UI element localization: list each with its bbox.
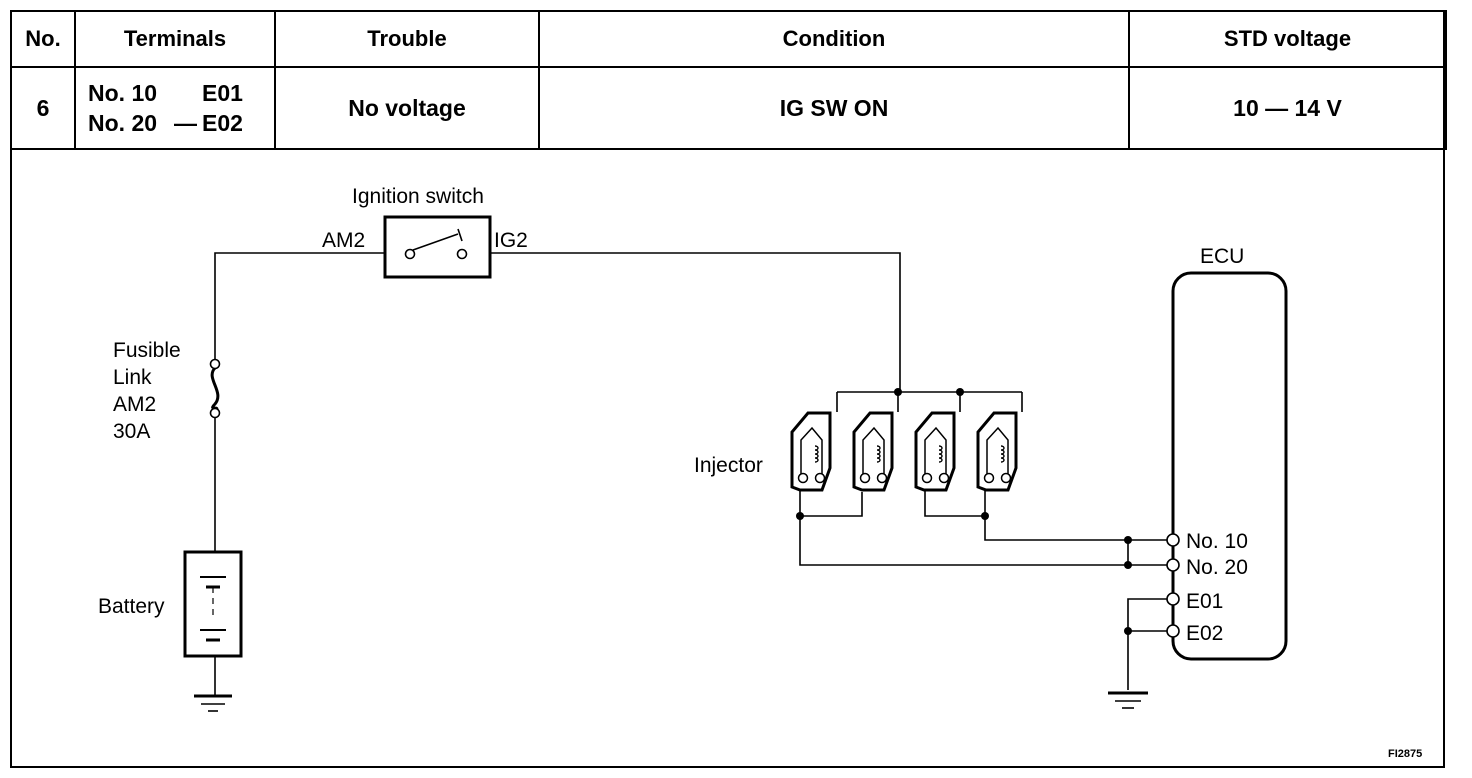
junction-dots: [796, 388, 1132, 635]
table-header-row: No. Terminals Trouble Condition STD volt…: [10, 10, 1447, 68]
label-ecu-e01: E01: [1186, 590, 1223, 613]
header-trouble: Trouble: [274, 10, 540, 68]
ignition-switch-symbol: [383, 215, 492, 279]
ground-symbol-ecu: [1108, 691, 1148, 709]
ground-symbol-battery: [194, 694, 232, 712]
wire-e01: [1127, 598, 1172, 690]
label-ignition-switch: Ignition switch: [352, 185, 484, 208]
ecu-terminal-circles: [1166, 533, 1180, 638]
wire-inj2-return: [800, 492, 863, 517]
cell-terminals: No. 10 E01 No. 20 — E02: [74, 66, 276, 150]
terminal-e01: E01: [202, 80, 243, 106]
label-ecu-no10: No. 10: [1186, 530, 1248, 553]
cell-condition: IG SW ON: [538, 66, 1130, 150]
terminal-e02: E02: [202, 110, 243, 136]
header-std-voltage: STD voltage: [1128, 10, 1447, 68]
wire-am2: [214, 252, 385, 360]
label-fusible-1: Fusible: [113, 339, 181, 362]
wire-injector-feeds: [836, 392, 1023, 412]
label-fusible-4: 30A: [113, 420, 150, 443]
injector-2: [852, 411, 894, 492]
cell-trouble: No voltage: [274, 66, 540, 150]
label-ecu-e02: E02: [1186, 622, 1223, 645]
table-row: 6 No. 10 E01 No. 20 — E02 No voltage IG …: [10, 66, 1447, 150]
fusible-link-symbol: [210, 366, 220, 413]
injector-3: [914, 411, 956, 492]
terminals-group: No. 10 E01 No. 20 — E02: [88, 78, 262, 138]
label-ecu: ECU: [1200, 245, 1244, 268]
terminal-separator: —: [174, 110, 197, 136]
battery-symbol: [183, 550, 243, 658]
cell-std-voltage: 10 — 14 V: [1128, 66, 1447, 150]
terminal-no20: No. 20: [88, 110, 158, 136]
fusible-terminal-top: [209, 358, 221, 370]
figure-code: FI2875: [1388, 748, 1422, 760]
header-condition: Condition: [538, 10, 1130, 68]
label-battery: Battery: [98, 595, 165, 618]
label-ig2: IG2: [494, 229, 528, 252]
injector-4: [976, 411, 1018, 492]
header-no: No.: [10, 10, 76, 68]
label-am2: AM2: [322, 229, 365, 252]
wire-ig2: [490, 252, 901, 392]
label-fusible-3: AM2: [113, 393, 156, 416]
label-ecu-no20: No. 20: [1186, 556, 1248, 579]
label-injector: Injector: [694, 454, 763, 477]
cell-no: 6: [10, 66, 76, 150]
spec-table: No. Terminals Trouble Condition STD volt…: [10, 10, 1447, 150]
wire-no10: [924, 490, 1172, 541]
injector-1: [790, 411, 832, 492]
label-fusible-2: Link: [113, 366, 152, 389]
ecu-box: [1171, 271, 1288, 661]
fusible-terminal-bottom: [209, 407, 221, 419]
terminal-no10: No. 10: [88, 80, 158, 106]
header-terminals: Terminals: [74, 10, 276, 68]
wire-no20: [799, 490, 1172, 566]
